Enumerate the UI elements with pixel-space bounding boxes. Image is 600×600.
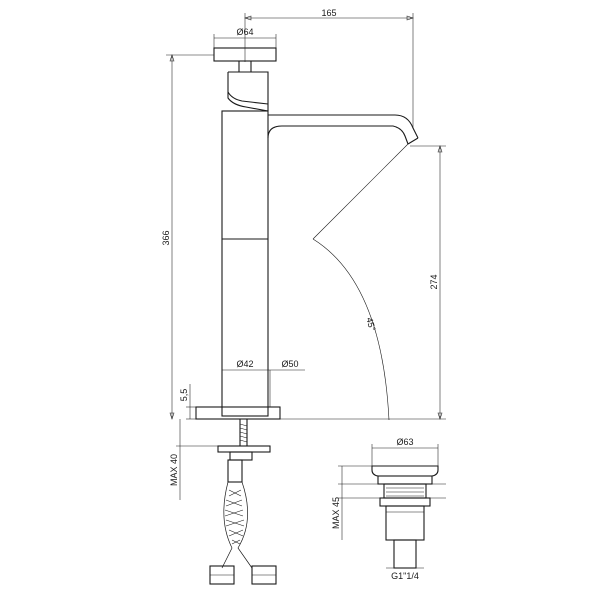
upper-body: [228, 71, 269, 111]
spout-bottom: [267, 125, 409, 145]
label-spout-height: 274: [429, 274, 439, 289]
main-body: [221, 110, 269, 417]
hose-connector: [227, 459, 243, 483]
label-waste-thread: G1"1/4: [391, 571, 419, 581]
base-plate: [195, 406, 281, 420]
label-swivel-angle: 45°: [364, 316, 377, 332]
label-base-diameter: Ø50: [281, 359, 298, 369]
cartridge-detail: [227, 91, 269, 105]
waste-outlet: [393, 539, 417, 569]
label-waste-diameter: Ø63: [396, 437, 413, 447]
label-max-deck-thickness: MAX 40: [169, 454, 179, 486]
waste-valve: [338, 444, 446, 569]
flex-hose-left: [221, 481, 233, 569]
swivel-line: [312, 143, 409, 240]
waste-body: [385, 505, 425, 541]
label-base-thickness: 5,5: [179, 389, 189, 402]
faucet-outline: [195, 47, 419, 421]
label-handle-diameter: Ø64: [236, 27, 253, 37]
faucet-dimensions: [166, 13, 446, 500]
waste-nut: [379, 497, 431, 507]
waste-cap: [371, 465, 439, 477]
underdeck-assembly: [209, 419, 277, 585]
waste-flange: [377, 475, 433, 485]
swivel-arc: [312, 238, 390, 421]
nut: [229, 451, 253, 461]
washer: [217, 445, 271, 453]
label-body-diameter: Ø42: [236, 359, 253, 369]
handle-stem: [238, 61, 252, 73]
label-waste-max-thickness: MAX 45: [331, 497, 341, 529]
flex-hose-right: [237, 481, 253, 569]
label-total-height: 366: [161, 230, 171, 245]
label-spout-reach: 165: [321, 8, 336, 18]
